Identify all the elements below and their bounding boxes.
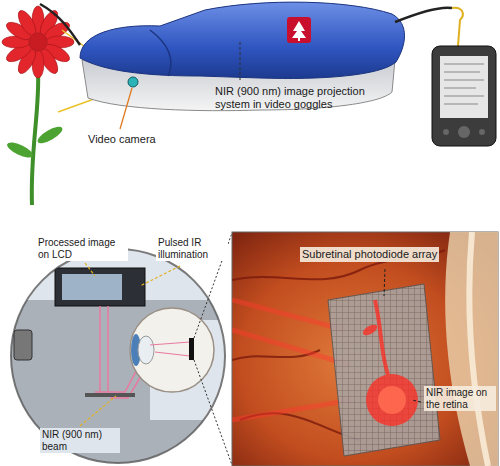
retina-inset (232, 232, 498, 466)
goggle-cutaway (10, 249, 230, 466)
callout-label: Pulsed IR illumination (156, 236, 228, 261)
leader-line (240, 42, 241, 81)
leader-line (412, 400, 421, 402)
leader-line (80, 396, 116, 426)
leader-line (85, 263, 95, 276)
zoom-line (194, 360, 232, 465)
callout-label: NIR image on the retina (424, 386, 496, 411)
callout-label: NIR (900 nm) image projection system in … (213, 84, 403, 111)
callout-label: NIR (900 nm) beam (40, 428, 120, 453)
callout-label: Video camera (86, 132, 158, 147)
leader-line (384, 269, 385, 296)
flower (2, 6, 74, 205)
video-goggles (40, 2, 463, 111)
callout-label: Subretinal photodiode array (300, 247, 439, 262)
leader-line (140, 266, 180, 286)
callout-label: Processed image on LCD (36, 236, 128, 261)
leader-line (120, 88, 132, 129)
pocket-computer (432, 46, 496, 146)
